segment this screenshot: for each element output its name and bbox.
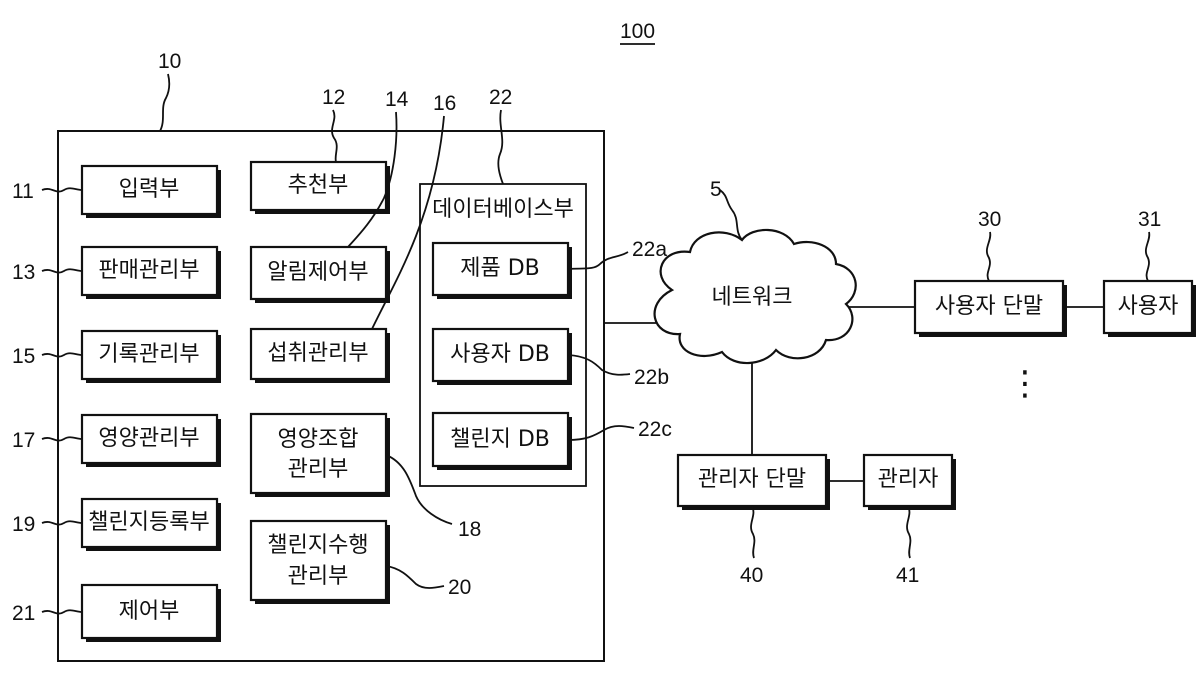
ref-41: 41: [896, 564, 919, 587]
ref-15: 15: [12, 345, 35, 368]
ref-22c: 22c: [638, 418, 672, 441]
leader-41: [907, 506, 910, 558]
user-box: 사용자: [1104, 281, 1196, 337]
ref-12: 12: [322, 86, 345, 109]
leader-30: [987, 232, 990, 281]
leader-10: [160, 74, 169, 131]
challenge-db: 챌린지 DB: [433, 413, 572, 470]
ref-31: 31: [1138, 208, 1161, 231]
user-terminal-label: 사용자 단말: [935, 294, 1043, 319]
sales-unit-label: 판매관리부: [98, 258, 199, 283]
ref-19: 19: [12, 513, 35, 536]
ref-22: 22: [489, 86, 512, 109]
user-label: 사용자: [1118, 294, 1179, 319]
user-db-label: 사용자 DB: [450, 342, 550, 367]
recommend-unit-label: 추천부: [288, 173, 349, 198]
challenge-reg-unit-label: 챌린지등록부: [88, 510, 209, 535]
control-unit: 제어부: [82, 585, 221, 642]
nutrition-unit: 영양관리부: [82, 415, 221, 467]
database-label: 데이터베이스부: [432, 197, 574, 222]
ref-14: 14: [385, 88, 409, 111]
admin-terminal-label: 관리자 단말: [698, 467, 806, 492]
ref-13: 13: [12, 261, 35, 284]
combo-unit-label-1: 영양조합: [278, 427, 359, 452]
input-unit: 입력부: [82, 166, 221, 218]
nutrition-unit-label: 영양관리부: [98, 426, 199, 451]
intake-unit-label: 섭취관리부: [267, 341, 368, 366]
alarm-unit-label: 알림제어부: [267, 260, 368, 285]
challenge-perf-unit: 챌린지수행 관리부: [251, 521, 390, 604]
input-unit-label: 입력부: [119, 177, 180, 202]
combo-unit-label-2: 관리부: [288, 457, 349, 482]
alarm-unit: 알림제어부: [251, 247, 390, 303]
challenge-perf-unit-label-2: 관리부: [288, 564, 349, 589]
control-unit-label: 제어부: [119, 599, 180, 624]
ref-22a: 22a: [632, 238, 667, 261]
ref-10: 10: [158, 50, 181, 73]
challenge-reg-unit: 챌린지등록부: [82, 499, 221, 551]
admin-box: 관리자: [864, 455, 956, 510]
ellipsis-icon: ⋮: [1008, 364, 1042, 404]
challenge-db-label: 챌린지 DB: [450, 427, 550, 452]
network-label: 네트워크: [712, 285, 793, 310]
product-db-label: 제품 DB: [460, 256, 540, 281]
record-unit-label: 기록관리부: [98, 342, 199, 367]
record-unit: 기록관리부: [82, 331, 221, 383]
sales-unit: 판매관리부: [82, 247, 221, 299]
combo-unit: 영양조합 관리부: [251, 414, 390, 497]
user-terminal: 사용자 단말: [915, 281, 1067, 337]
figure-ref: 100: [620, 20, 655, 43]
ref-40: 40: [740, 564, 763, 587]
ref-22b: 22b: [634, 366, 669, 389]
ref-16: 16: [433, 92, 456, 115]
admin-terminal: 관리자 단말: [678, 455, 830, 510]
leader-40: [751, 506, 754, 558]
ref-21: 21: [12, 602, 35, 625]
ref-30: 30: [978, 208, 1001, 231]
intake-unit: 섭취관리부: [251, 329, 390, 383]
user-db: 사용자 DB: [433, 329, 572, 385]
ref-11: 11: [12, 180, 34, 203]
ref-17: 17: [12, 429, 35, 452]
product-db: 제품 DB: [433, 243, 572, 299]
challenge-perf-unit-label-1: 챌린지수행: [267, 533, 368, 558]
admin-label: 관리자: [878, 467, 939, 492]
ref-20: 20: [448, 576, 471, 599]
ref-18: 18: [458, 518, 481, 541]
leader-31: [1146, 232, 1149, 281]
recommend-unit: 추천부: [251, 162, 390, 214]
ref-5: 5: [710, 178, 722, 201]
